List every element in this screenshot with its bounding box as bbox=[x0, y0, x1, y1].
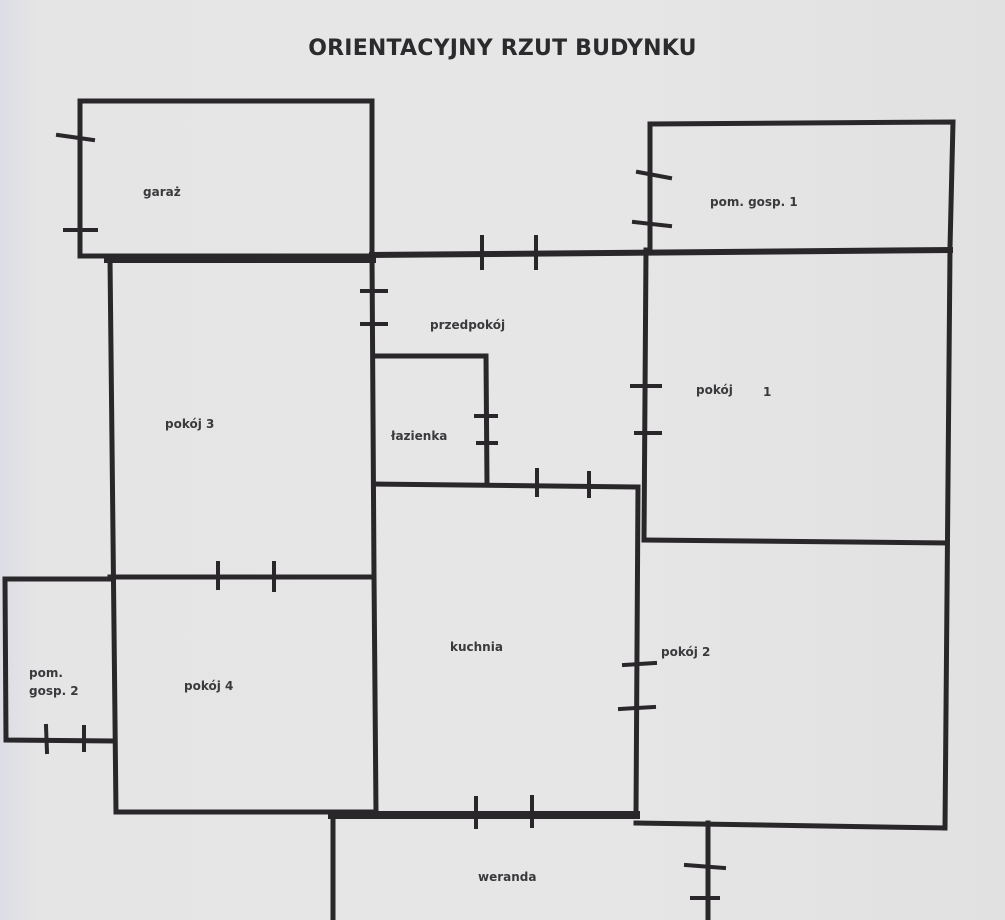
wall-north-hall bbox=[368, 246, 954, 259]
plan-title: ORIENTACYJNY RZUT BUDYNKU bbox=[308, 36, 697, 61]
door-tick bbox=[621, 660, 658, 668]
wall-lazienka bbox=[371, 353, 490, 487]
door-tick bbox=[617, 704, 657, 712]
room-label-lazienka: łazienka bbox=[390, 429, 447, 443]
wall-west bbox=[107, 256, 119, 815]
room-label-pokoj-3: pokój 3 bbox=[165, 417, 214, 431]
room-label-kuchnia: kuchnia bbox=[450, 640, 503, 654]
wall-hall-west bbox=[369, 252, 377, 578]
door-tick bbox=[635, 169, 673, 181]
door-tick bbox=[43, 723, 50, 755]
room-label-pom-gosp-2-line2: gosp. 2 bbox=[29, 684, 79, 698]
room-label-pom-gosp-1: pom. gosp. 1 bbox=[710, 195, 798, 209]
wall-kuchnia-west bbox=[371, 572, 379, 815]
door-tick bbox=[683, 862, 727, 871]
door-tick bbox=[55, 132, 96, 143]
wall-pom-gosp-2 bbox=[2, 576, 115, 744]
wall-pokoj-1-south bbox=[641, 537, 950, 546]
room-label-pokoj-2: pokój 2 bbox=[661, 645, 710, 659]
room-label-pokoj-4: pokój 4 bbox=[184, 679, 233, 693]
door-tick bbox=[631, 219, 673, 229]
room-label-pom-gosp-2-line1: pom. bbox=[29, 666, 63, 680]
wall-east bbox=[942, 247, 953, 831]
wall-hall-south bbox=[371, 481, 641, 490]
wall-kuchnia-east bbox=[633, 484, 641, 818]
door-marks bbox=[43, 132, 727, 900]
room-label-garaz: garaż bbox=[143, 185, 181, 199]
wall-pom-gosp-1 bbox=[647, 119, 956, 253]
room-label-pokoj-1-number: 1 bbox=[763, 385, 771, 399]
wall-south-right bbox=[633, 820, 948, 831]
room-label-pokoj-1: pokój bbox=[696, 383, 733, 397]
wall-pokoj-1-west bbox=[641, 247, 649, 543]
room-label-weranda: weranda bbox=[478, 870, 536, 884]
wall-garaz bbox=[77, 98, 375, 259]
room-label-przedpokoj: przedpokój bbox=[430, 318, 505, 332]
